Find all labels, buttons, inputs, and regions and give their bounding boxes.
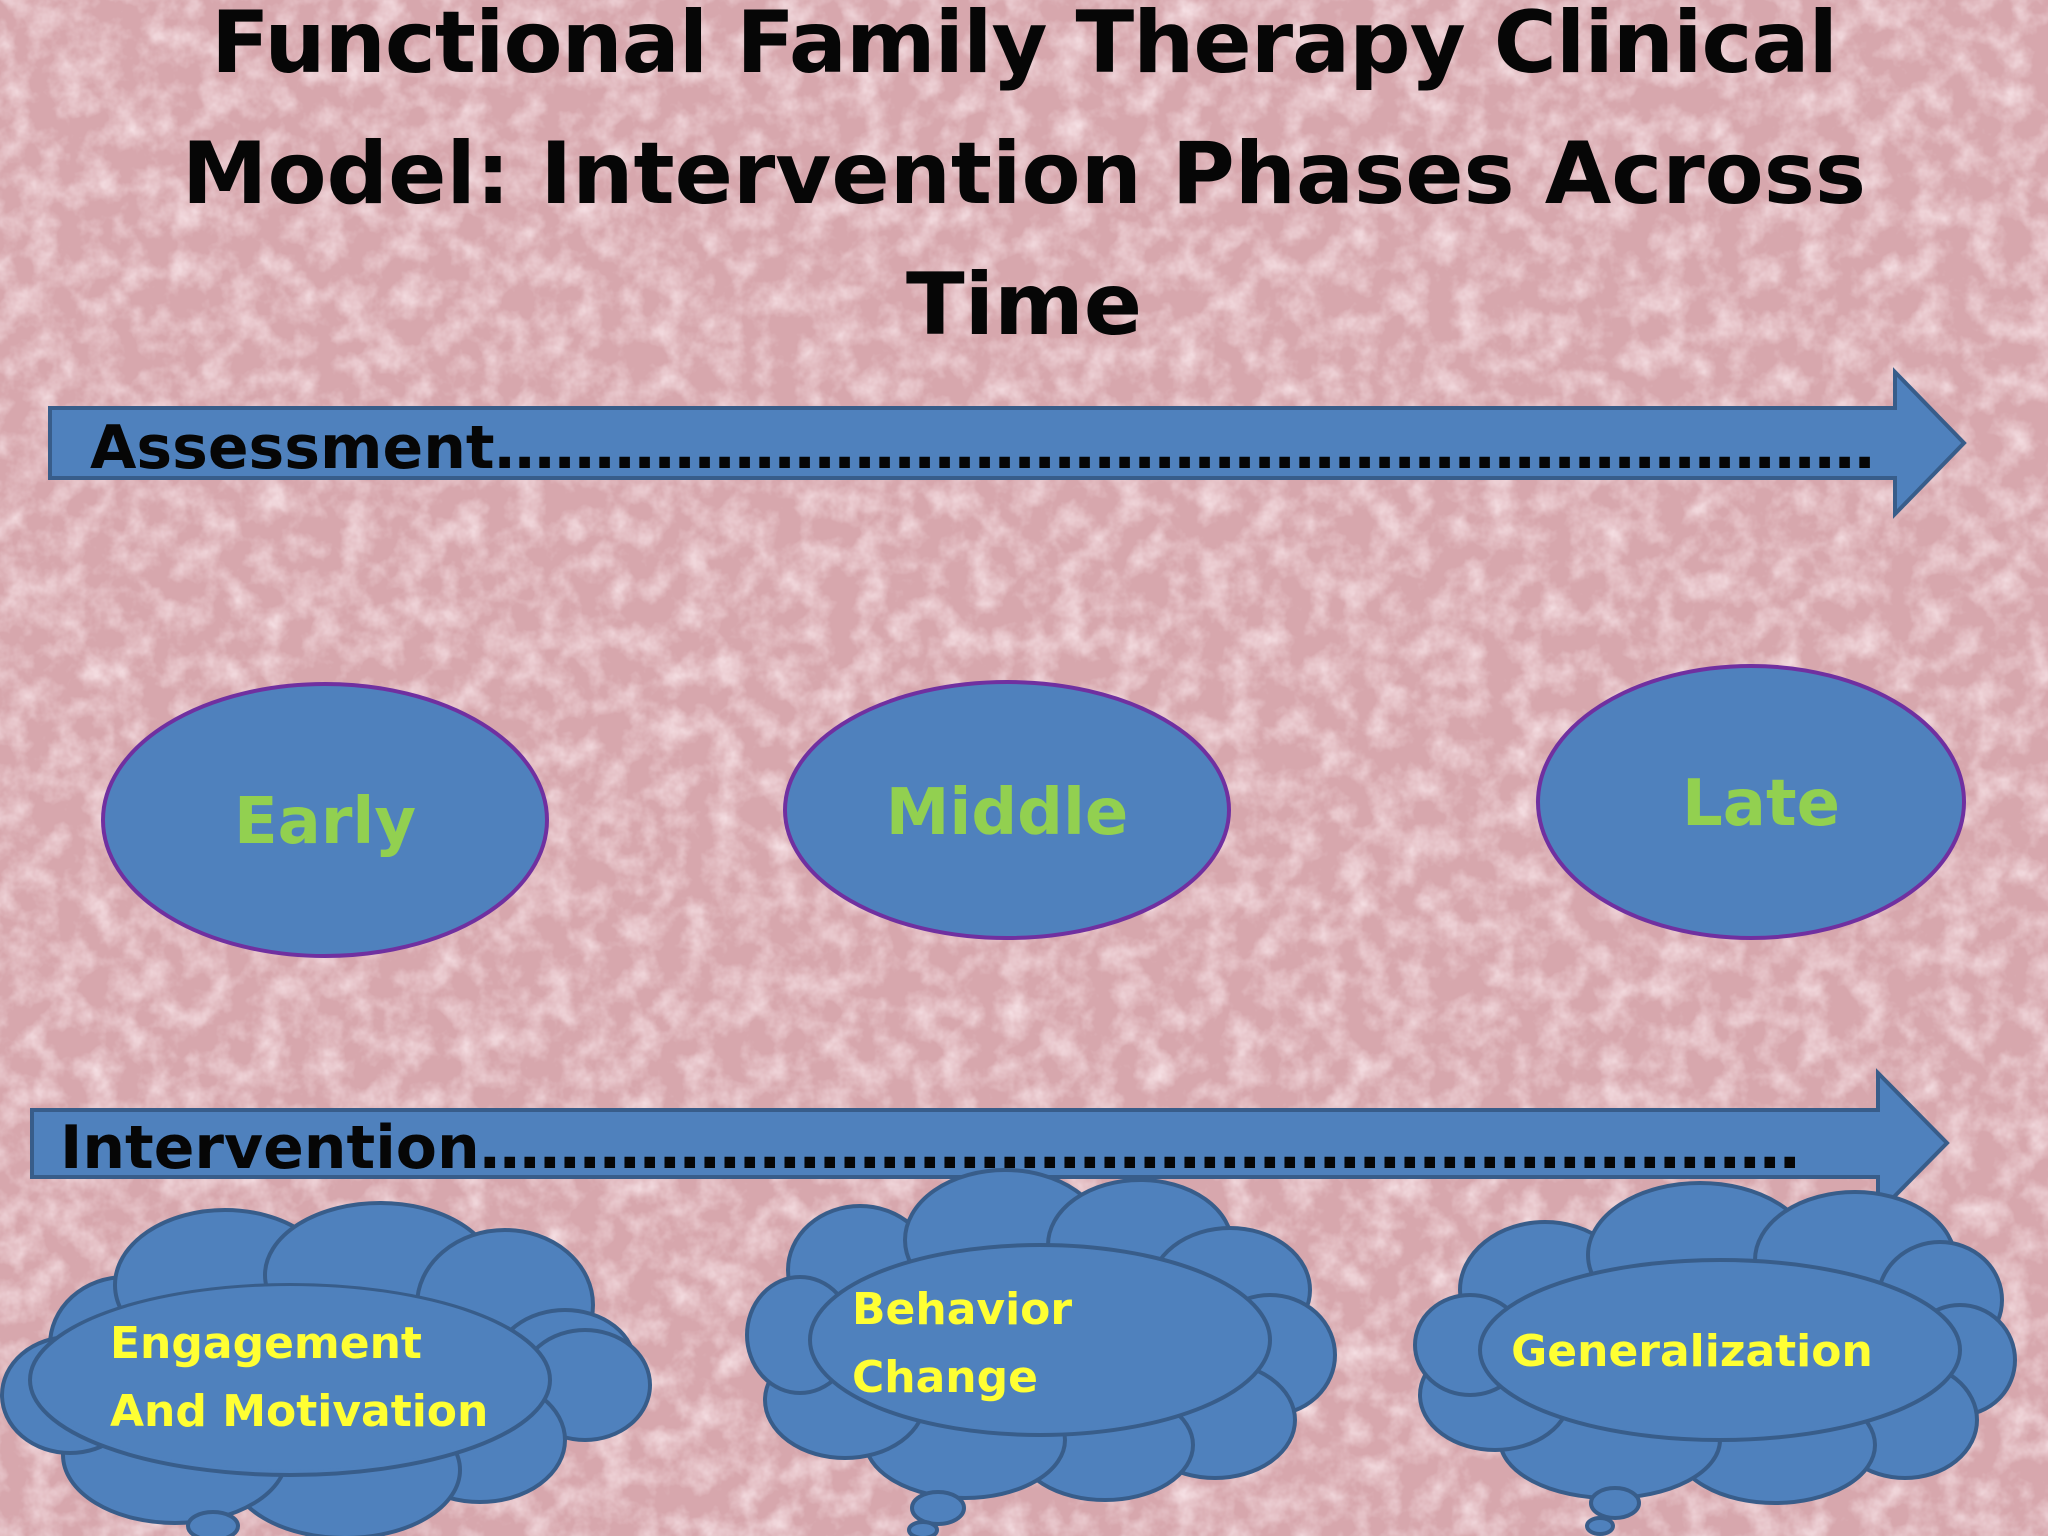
cloud-tail-bubble: [1589, 1486, 1641, 1520]
cloud-tail-bubble-small: [1585, 1516, 1615, 1536]
thought-cloud-generalization: Generalization: [1413, 1181, 2017, 1536]
phase-label-late: Late: [1682, 767, 1840, 841]
slide-title-line-2: Model: Intervention Phases Across: [181, 124, 1867, 224]
assessment-arrow-shape: [48, 367, 1967, 519]
intervention-label: Intervention…………………………………………………………: [60, 1113, 1800, 1183]
slide-title: Functional Family Therapy Clinical Model…: [124, 0, 1924, 371]
phase-oval-late: Late: [1536, 664, 1966, 940]
cloud-label-behavior-line-2: Change: [852, 1352, 1038, 1403]
phase-oval-early: Early: [101, 682, 549, 958]
assessment-arrow: Assessment……………………………………………………………: [48, 367, 1967, 519]
assessment-label: Assessment……………………………………………………………: [90, 413, 1875, 483]
phase-label-middle: Middle: [886, 776, 1129, 850]
cloud-label-engagement-line-2: And Motivation: [110, 1386, 488, 1437]
cloud-label-engagement-line-1: Engagement: [110, 1318, 422, 1369]
phase-label-early: Early: [234, 785, 416, 859]
intervention-arrow-shape: [30, 1068, 1950, 1218]
slide-title-line-1: Functional Family Therapy Clinical: [210, 0, 1838, 93]
cloud-label-behavior-line-1: Behavior: [852, 1284, 1072, 1335]
slide-title-line-3: Time: [905, 255, 1143, 355]
phase-oval-middle: Middle: [783, 680, 1231, 940]
thought-cloud-behavior-change: Behavior Change: [745, 1168, 1337, 1536]
cloud-tail-bubble: [910, 1490, 966, 1526]
intervention-arrow: Intervention…………………………………………………………: [30, 1068, 1950, 1218]
cloud-label-generalization: Generalization: [1511, 1326, 1873, 1377]
cloud-tail-bubble: [186, 1510, 240, 1536]
cloud-tail-bubble-small: [907, 1520, 939, 1536]
thought-cloud-engagement: Engagement And Motivation: [0, 1201, 652, 1536]
